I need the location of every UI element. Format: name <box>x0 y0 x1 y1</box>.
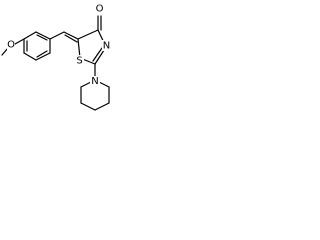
methoxy-oxygen-label: O <box>7 40 15 51</box>
piperidine-nitrogen-label: N <box>91 76 98 87</box>
atom-piperidine-nitrogen: N <box>90 76 100 87</box>
atom-thiazole-sulfur: S <box>75 55 84 67</box>
bond-ar-2 <box>35 31 51 40</box>
atom-thiazole-nitrogen: N <box>102 40 111 52</box>
bond-ar-5 <box>23 52 37 61</box>
bond-ar-4 <box>35 52 51 61</box>
bond-ar-1 <box>23 31 37 40</box>
atom-carbonyl-oxygen: O <box>95 3 104 15</box>
bond-ch-c5 <box>63 31 79 40</box>
bond-pip-3 <box>94 102 110 111</box>
benzene-ring <box>23 31 51 61</box>
bond-ar-inner-2 <box>36 50 48 58</box>
thiazole-nitrogen-label: N <box>103 41 110 52</box>
bond-ar-ch <box>49 31 65 40</box>
bond-o-ring <box>14 38 25 45</box>
bond-ch-c5-double <box>64 34 78 43</box>
bond-ar-inner-1 <box>36 34 48 41</box>
bond-c5-c4 <box>77 29 99 40</box>
bond-s1-c5 <box>77 38 81 59</box>
carbonyl-oxygen-label: O <box>96 4 104 15</box>
bond-n3-c2-double <box>92 47 103 62</box>
methylidene-linker <box>49 31 79 43</box>
bond-pip-4 <box>80 102 96 111</box>
thiazole-sulfur-label: S <box>76 56 82 67</box>
atom-methoxy-oxygen: O <box>7 40 15 51</box>
chemical-structure: O O S N N <box>1 3 111 111</box>
